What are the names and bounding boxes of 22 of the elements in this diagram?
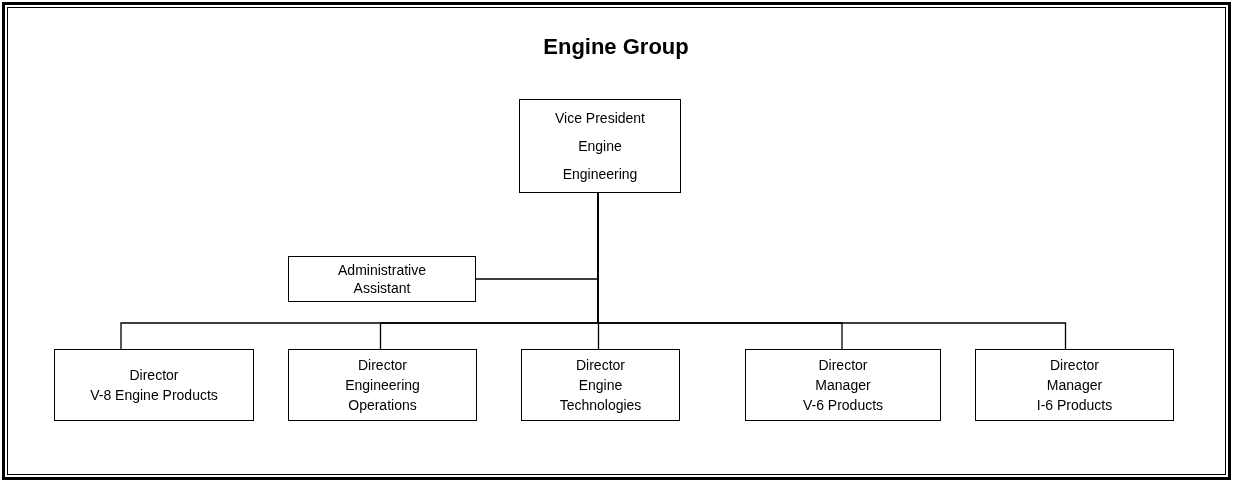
box-text: Administrative Assistant (337, 261, 427, 297)
box-text: I-6 Products (1036, 396, 1113, 415)
org-box (745, 349, 941, 421)
title: Engine Group (542, 33, 690, 61)
org-box (288, 256, 476, 302)
org-box (521, 349, 680, 421)
box-text: Director (358, 356, 407, 375)
box-text: Director (129, 366, 179, 385)
box-text: Director (818, 356, 868, 375)
org-box (975, 349, 1174, 421)
box-text: V-8 Engine Products (90, 386, 218, 405)
box-text: Manager (815, 376, 871, 395)
box-text: Engine Technologies (558, 376, 643, 415)
org-box (288, 349, 477, 421)
box-text: Director (576, 356, 625, 375)
org-box (54, 349, 254, 421)
box-text: Vice President Engine Engineering (554, 109, 646, 184)
box-text: Manager (1046, 376, 1103, 395)
box-text: V-6 Products (802, 396, 884, 415)
box-text: Director (1050, 356, 1099, 375)
org-box (519, 99, 681, 193)
box-text: Engineering Operations (344, 376, 421, 415)
